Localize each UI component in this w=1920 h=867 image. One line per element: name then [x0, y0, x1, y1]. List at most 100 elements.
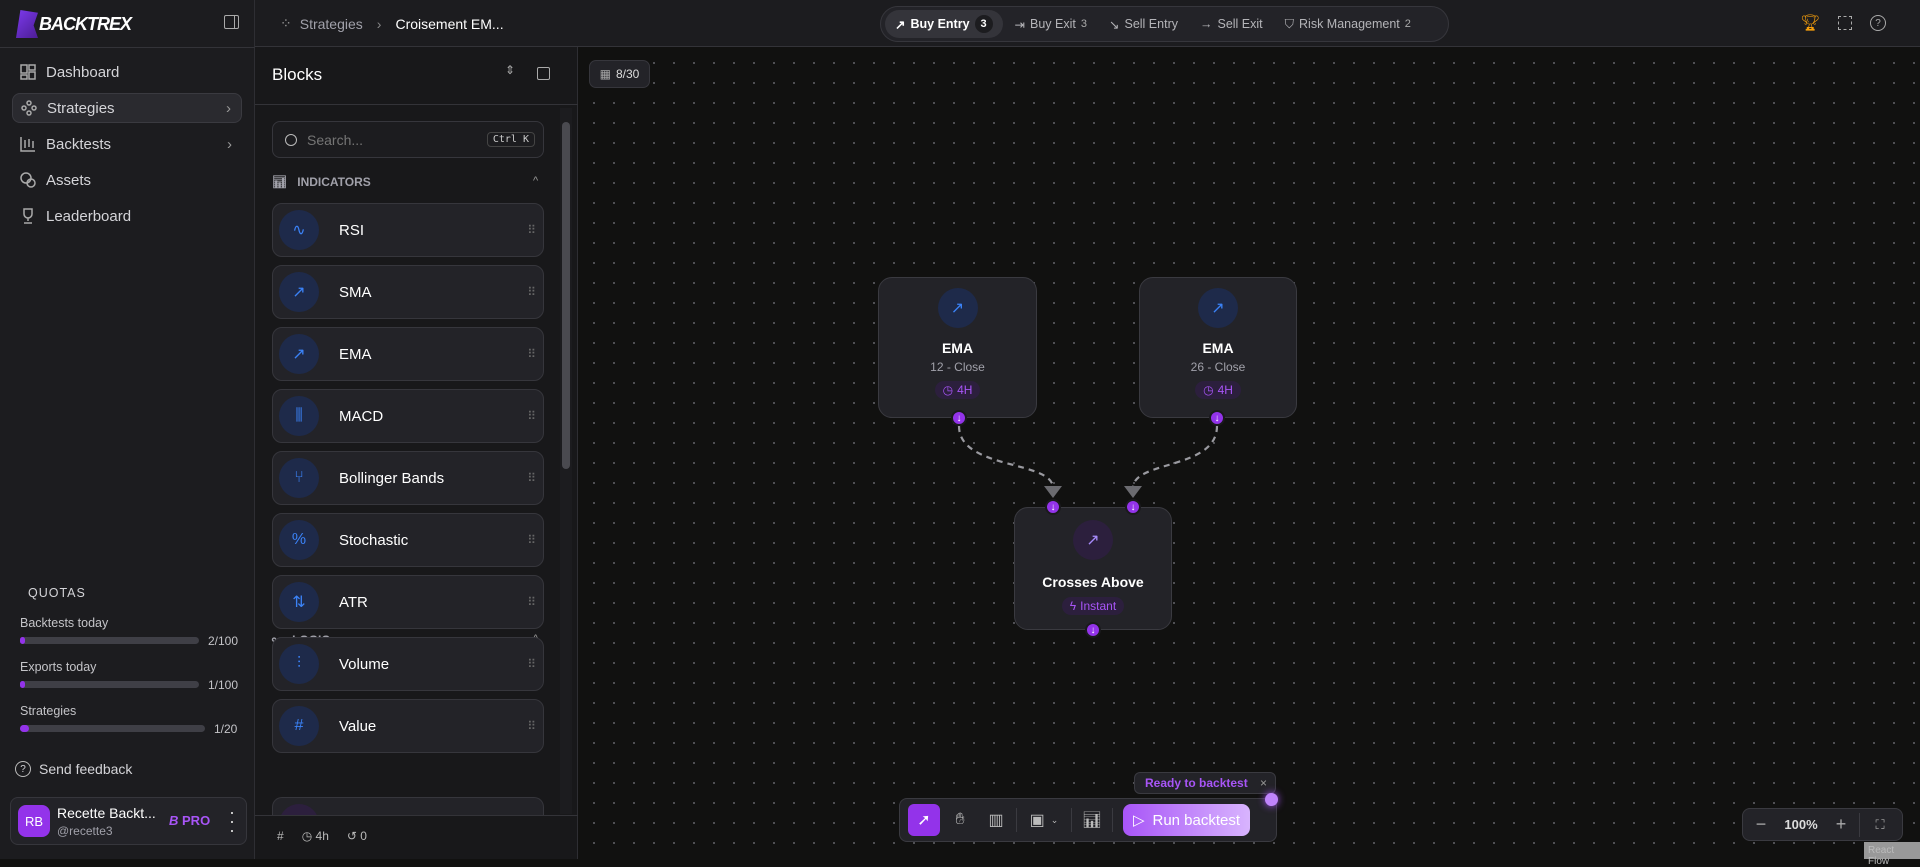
zoom-out-button[interactable]: − — [1755, 814, 1767, 834]
coins-icon — [20, 172, 36, 188]
search-input[interactable]: Ctrl K — [272, 121, 544, 158]
sidebar-item-assets[interactable]: Assets — [12, 165, 242, 195]
trophy-icon[interactable]: 🏆︎ — [1800, 15, 1821, 32]
edge-arrow — [1044, 486, 1062, 498]
output-handle[interactable]: ↓ — [951, 410, 967, 426]
block-item-macd[interactable]: ⫼ MACD ⠿ — [272, 389, 544, 443]
more-menu-icon[interactable]: ··· — [229, 802, 235, 840]
drag-handle-icon[interactable]: ⠿ — [527, 285, 536, 299]
drag-handle-icon[interactable]: ⠿ — [527, 223, 536, 237]
blocks-footer: # ◷ 4h ↺ 0 — [277, 829, 367, 843]
breadcrumb-strategies[interactable]: Strategies — [299, 15, 363, 32]
block-label: MACD — [339, 407, 384, 425]
trend-icon: ↗ — [279, 334, 319, 374]
drag-handle-icon[interactable]: ⠿ — [527, 595, 536, 609]
help-icon[interactable]: ? — [1870, 15, 1886, 31]
bar-chart-icon: ⫼ — [279, 396, 319, 436]
scrollbar[interactable] — [560, 108, 572, 814]
output-handle[interactable]: ↓ — [1209, 410, 1225, 426]
strategies-icon — [21, 100, 37, 116]
block-item-volume[interactable]: ⫶Volume⠿ — [272, 637, 544, 691]
close-icon[interactable]: × — [1259, 776, 1267, 790]
output-handle[interactable]: ↓ — [1085, 622, 1101, 638]
hash-icon: # — [277, 829, 284, 843]
block-item-value[interactable]: #Value⠿ — [272, 699, 544, 753]
canvas-toolbar: ➚ ✋︎ ▥ ▣⌄ 📊︎ ▷Run backtest — [899, 793, 1278, 842]
block-item-sma[interactable]: ↗SMA⠿ — [272, 265, 544, 319]
expand-collapse-icon[interactable]: ⇕ — [505, 63, 516, 77]
arrow-up-right-icon: ↗ — [1073, 520, 1113, 560]
sidebar-item-strategies[interactable]: Strategies› — [12, 93, 242, 123]
clock-icon: ◷ — [1203, 383, 1214, 397]
pan-tool-button[interactable]: ✋︎ — [955, 811, 965, 828]
history: ↺ 0 — [346, 829, 367, 843]
drag-handle-icon[interactable]: ⠿ — [527, 719, 536, 733]
chevron-right-icon: › — [376, 15, 382, 32]
quota-label: Exports today — [20, 660, 97, 674]
collapse-panel-icon[interactable] — [537, 67, 550, 80]
tab-sell-exit[interactable]: →Sell Exit — [1199, 17, 1263, 31]
sidebar-item-dashboard[interactable]: Dashboard — [12, 57, 242, 87]
enter-icon: → — [1199, 17, 1213, 31]
trophy-icon — [23, 208, 33, 224]
notification-dot — [1265, 793, 1278, 806]
quotas-title: QUOTAS — [28, 586, 86, 600]
send-feedback-button[interactable]: ?Send feedback — [15, 761, 132, 777]
shortcut-hint: Ctrl K — [486, 132, 535, 147]
search-field[interactable] — [307, 131, 477, 148]
block-item-bollinger-bands[interactable]: ⑂Bollinger Bands⠿ — [272, 451, 544, 505]
map-button[interactable]: ▥ — [988, 812, 1004, 829]
edge-ema12-to-crosses — [957, 425, 1055, 489]
select-tool-button[interactable]: ➚ — [908, 804, 940, 836]
block-item-atr[interactable]: ⇅ATR⠿ — [272, 575, 544, 629]
candles-icon — [20, 137, 35, 152]
sidebar-item-leaderboard[interactable]: Leaderboard — [12, 201, 242, 231]
strategies-icon: ⁘ — [280, 15, 292, 31]
tab-sell-entry[interactable]: ↘Sell Entry — [1109, 17, 1178, 32]
indicators-section-header[interactable]: 📊︎INDICATORS — [272, 175, 371, 189]
block-label: Value — [339, 717, 377, 735]
drag-handle-icon[interactable]: ⠿ — [527, 409, 536, 423]
logo[interactable]: BACKTREX — [16, 8, 132, 40]
block-item-ema[interactable]: ↗EMA⠿ — [272, 327, 544, 381]
status-badge: Ready to backtest× — [1134, 772, 1276, 794]
zoom-in-button[interactable]: + — [1835, 814, 1847, 834]
fullscreen-icon[interactable]: ⛶ — [1875, 816, 1885, 832]
chevron-up-icon[interactable]: ^ — [533, 175, 539, 187]
save-button[interactable]: ▣⌄ — [1021, 804, 1067, 836]
sidebar-item-backtests[interactable]: Backtests› — [12, 129, 242, 159]
flow-canvas[interactable] — [578, 47, 1920, 859]
block-item-stochastic[interactable]: %Stochastic⠿ — [272, 513, 544, 567]
attribution[interactable]: React Flow — [1864, 842, 1920, 867]
input-handle[interactable]: ↓ — [1125, 499, 1141, 515]
breadcrumb-current: Croisement EM... — [395, 15, 504, 32]
blocks-title: Blocks — [272, 65, 323, 84]
scrollbar-thumb — [562, 122, 570, 469]
search-icon — [285, 133, 297, 146]
collapse-sidebar-icon[interactable] — [224, 15, 239, 29]
quota-value: 1/20 — [214, 722, 238, 736]
drag-handle-icon[interactable]: ⠿ — [527, 471, 536, 485]
trend-up-icon: ↗ — [1198, 288, 1238, 328]
drag-handle-icon[interactable]: ⠿ — [527, 347, 536, 361]
drag-handle-icon[interactable]: ⠿ — [527, 657, 536, 671]
input-handle[interactable]: ↓ — [1045, 499, 1061, 515]
user-card[interactable]: RB Recette Backt... @recette3 B PRO ··· — [10, 797, 247, 845]
apps-grid-icon[interactable] — [1838, 16, 1852, 30]
drag-handle-icon[interactable]: ⠿ — [527, 533, 536, 547]
results-chart-button[interactable]: 📊︎ — [1081, 812, 1103, 829]
timeframe-badge: ◷4H — [934, 381, 981, 399]
dashboard-icon — [20, 64, 36, 80]
trend-icon: ↗ — [279, 272, 319, 312]
block-item-rsi[interactable]: ∿RSI⠿ — [272, 203, 544, 257]
run-backtest-button[interactable]: ▷Run backtest — [1123, 804, 1250, 836]
logic-block-partial[interactable] — [272, 797, 544, 815]
